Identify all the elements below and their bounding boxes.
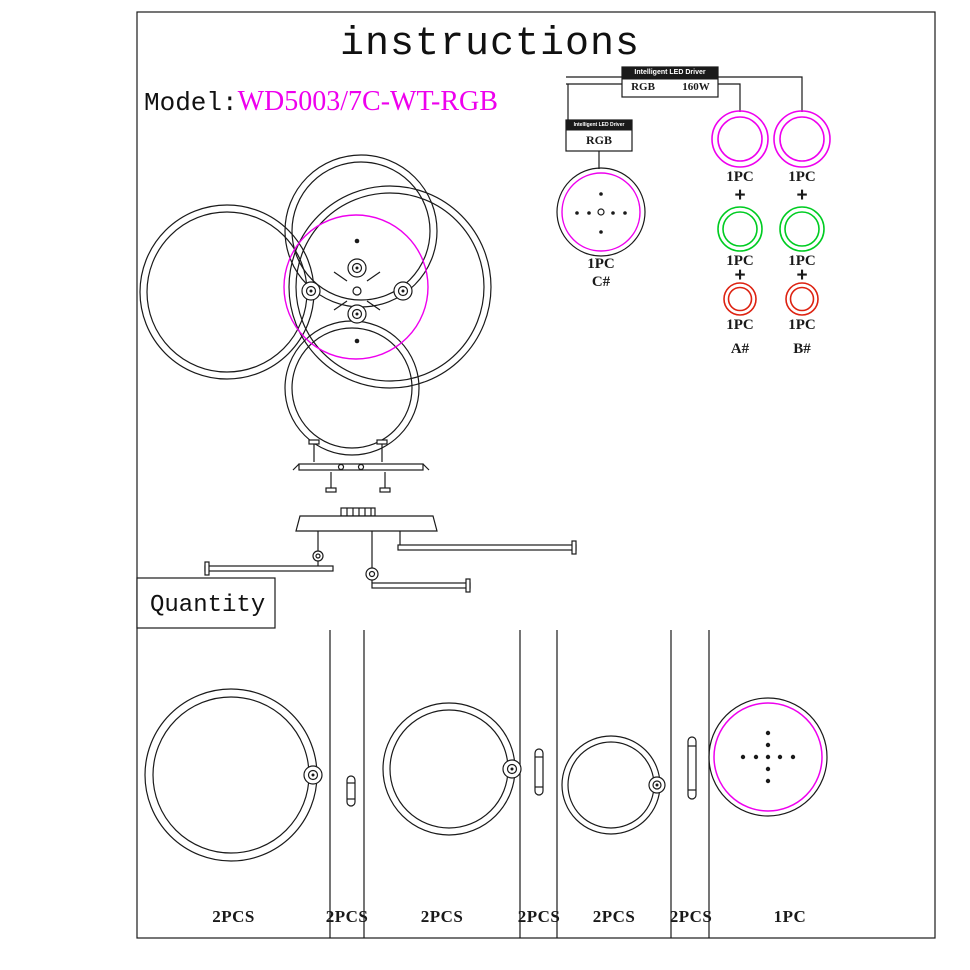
qty-label-large-ring: 2PCS bbox=[212, 907, 255, 926]
quantity-heading: Quantity bbox=[150, 592, 266, 619]
stack-b-green-qty: 1PC bbox=[788, 253, 816, 269]
table-item-ceiling-plate bbox=[708, 697, 828, 817]
table-item-medium-ring bbox=[382, 702, 522, 836]
qty-label-short-connector-bar: 2PCS bbox=[325, 907, 369, 926]
plus-sign: + bbox=[734, 185, 746, 206]
fixture-side-view bbox=[204, 507, 577, 593]
stack-a-code: A# bbox=[730, 341, 750, 357]
table-item-short-connector-bar bbox=[346, 775, 356, 807]
plate-code-label: C# bbox=[591, 274, 611, 290]
stack-b-magenta-qty: 1PC bbox=[788, 169, 816, 185]
page-border bbox=[136, 11, 936, 939]
mounting-hub bbox=[301, 238, 413, 344]
qty-label-medium-connector-bar: 2PCS bbox=[517, 907, 561, 926]
qty-label-medium-ring: 2PCS bbox=[420, 907, 464, 926]
magenta-ring-pair bbox=[711, 110, 831, 168]
wiring-diagram bbox=[556, 66, 803, 257]
qty-label-ceiling-plate: 1PC bbox=[773, 907, 807, 926]
plus-sign: + bbox=[796, 265, 808, 286]
ceiling-plate-c bbox=[556, 167, 646, 257]
anchor-bolt-icon bbox=[379, 472, 391, 493]
table-item-small-ring bbox=[561, 735, 666, 835]
quantity-heading-box bbox=[136, 577, 276, 629]
driver-rgb-label: RGB bbox=[631, 81, 655, 93]
plus-sign: + bbox=[734, 265, 746, 286]
qty-label-small-ring: 2PCS bbox=[592, 907, 636, 926]
anchor-bolt-icon bbox=[325, 472, 337, 493]
ring-stack bbox=[711, 110, 831, 316]
screw-icon bbox=[376, 439, 388, 462]
driver-power-label: 160W bbox=[682, 81, 710, 93]
red-ring-pair bbox=[723, 282, 819, 316]
screw-icon bbox=[308, 439, 320, 462]
qty-label-long-connector-bar: 2PCS bbox=[669, 907, 713, 926]
ceiling-plate-outline-top-view bbox=[283, 214, 429, 360]
quantity-table-dividers bbox=[329, 630, 710, 938]
fixture-top-view bbox=[139, 154, 492, 456]
plus-sign: + bbox=[796, 185, 808, 206]
model-label: Model: bbox=[144, 88, 238, 118]
model-number: WD5003/7C-WT-RGB bbox=[237, 86, 498, 117]
stack-a-magenta-qty: 1PC bbox=[726, 169, 754, 185]
stack-a-green-qty: 1PC bbox=[726, 253, 754, 269]
small-driver-title: Intelligent LED Driver bbox=[573, 122, 625, 128]
green-ring-pair bbox=[717, 206, 825, 252]
table-item-large-ring bbox=[144, 688, 323, 862]
model-line: Model:WD5003/7C-WT-RGB bbox=[144, 86, 498, 118]
table-item-long-connector-bar bbox=[687, 736, 697, 800]
small-driver-rgb-label: RGB bbox=[585, 133, 612, 147]
table-item-medium-connector-bar bbox=[534, 748, 544, 796]
stack-a-red-qty: 1PC bbox=[726, 317, 754, 333]
stack-b-code: B# bbox=[793, 341, 811, 357]
plate-qty-label: 1PC bbox=[587, 256, 615, 272]
driver-title: Intelligent LED Driver bbox=[634, 69, 706, 76]
mounting-bracket-diagram bbox=[292, 439, 430, 493]
page-title: instructions bbox=[339, 22, 641, 67]
stack-b-red-qty: 1PC bbox=[788, 317, 816, 333]
